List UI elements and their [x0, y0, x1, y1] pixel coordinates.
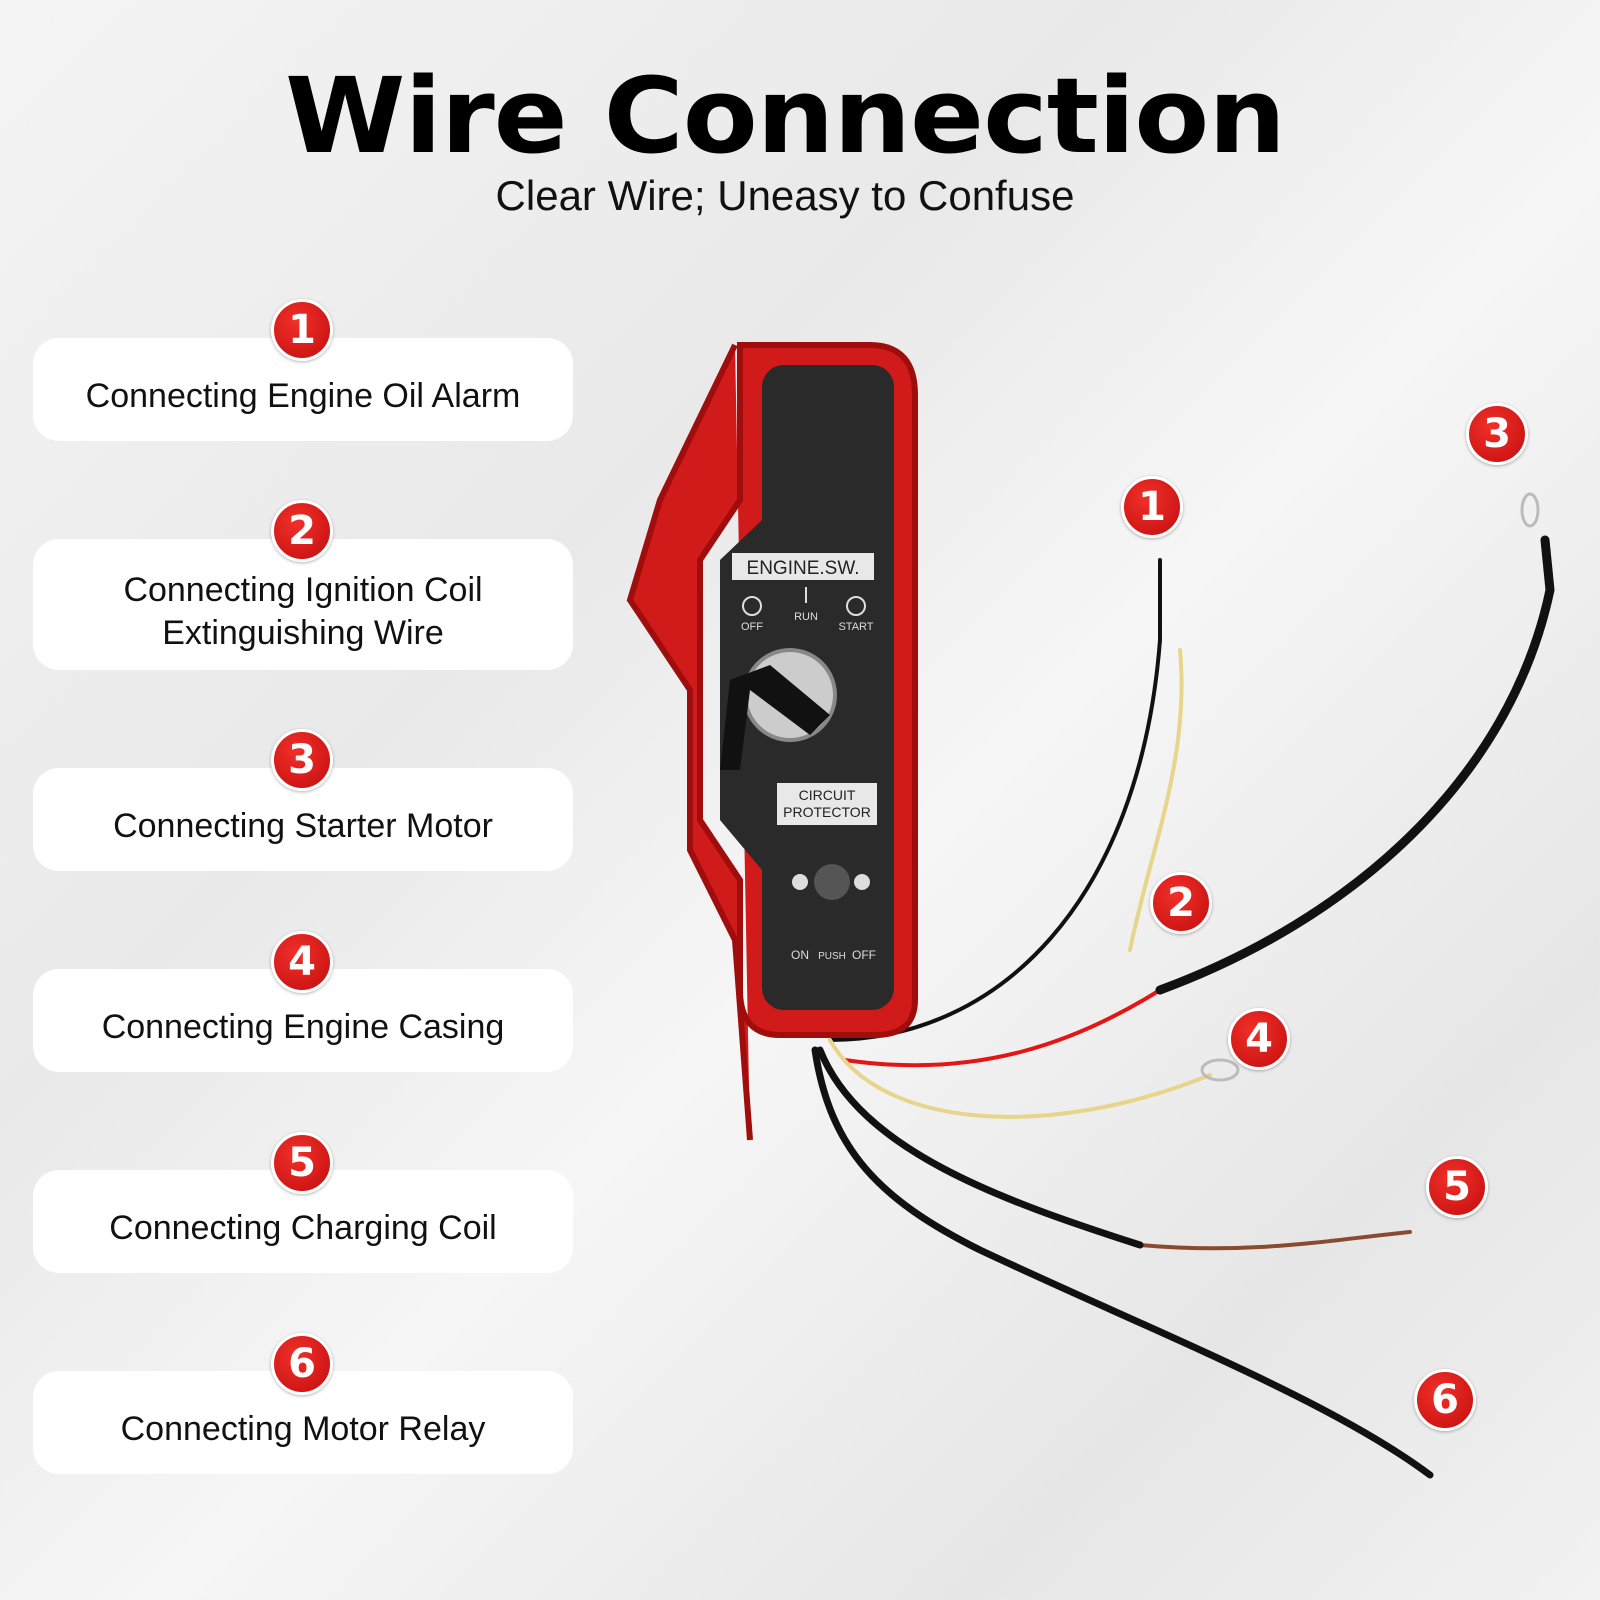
switch-body: ENGINE.SW. OFF RUN START CIRCUIT PROTECT…: [626, 342, 918, 1141]
legend-card-1: Connecting Engine Oil Alarm: [33, 338, 573, 441]
key: [720, 665, 830, 770]
off-label-2: OFF: [852, 948, 876, 962]
number-badge-4: 4: [271, 931, 333, 993]
wire-badge-3: 3: [1466, 403, 1528, 465]
number-badge-1: 1: [271, 299, 333, 361]
wire-badge-1: 1: [1121, 476, 1183, 538]
run-label: RUN: [794, 611, 818, 623]
wires: [811, 492, 1555, 1479]
wire-badge-2: 2: [1150, 872, 1212, 934]
on-label: ON: [791, 948, 809, 962]
circuit-label-plate: [777, 783, 877, 825]
ring-terminal-4: [1200, 1058, 1240, 1082]
push-label: PUSH: [818, 951, 846, 962]
off-label: OFF: [741, 621, 763, 633]
wire-badge-4: 4: [1228, 1008, 1290, 1070]
off-icon: [742, 596, 762, 616]
legend-label: Connecting Starter Motor: [113, 807, 493, 845]
legend-label: Connecting Ignition Coil: [123, 570, 483, 609]
wire-4: [828, 1038, 1212, 1119]
legend-label: Connecting Engine Casing: [101, 1008, 505, 1046]
wire-2: [1128, 648, 1184, 952]
engine-label: ENGINE.SW.: [747, 558, 860, 579]
circuit-label: CIRCUIT: [799, 787, 856, 803]
ring-terminal-3: [1520, 492, 1540, 528]
page-subtitle: Clear Wire; Uneasy to Confuse: [495, 172, 1075, 219]
circuit-breaker-button: [814, 864, 850, 900]
legend-label: Connecting Engine Oil Alarm: [85, 377, 521, 415]
wire-badge-6: 6: [1414, 1369, 1476, 1431]
legend-label: Extinguishing Wire: [162, 613, 444, 652]
start-label: START: [838, 621, 873, 633]
engine-label-plate: [732, 553, 874, 580]
legend-label: Connecting Motor Relay: [120, 1410, 486, 1448]
legend-card-4: Connecting Engine Casing: [33, 969, 573, 1072]
number-badge-3: 3: [271, 729, 333, 791]
wire-6: [811, 1046, 1434, 1479]
number-badge-6: 6: [271, 1333, 333, 1395]
legend-label: Connecting Charging Coil: [109, 1209, 497, 1247]
page-title: Wire Connection: [285, 55, 1286, 177]
number-badge-5: 5: [271, 1132, 333, 1194]
number-badge-2: 2: [271, 500, 333, 562]
start-icon: [846, 596, 866, 616]
wire-badge-5: 5: [1426, 1156, 1488, 1218]
protector-label: PROTECTOR: [783, 804, 871, 820]
